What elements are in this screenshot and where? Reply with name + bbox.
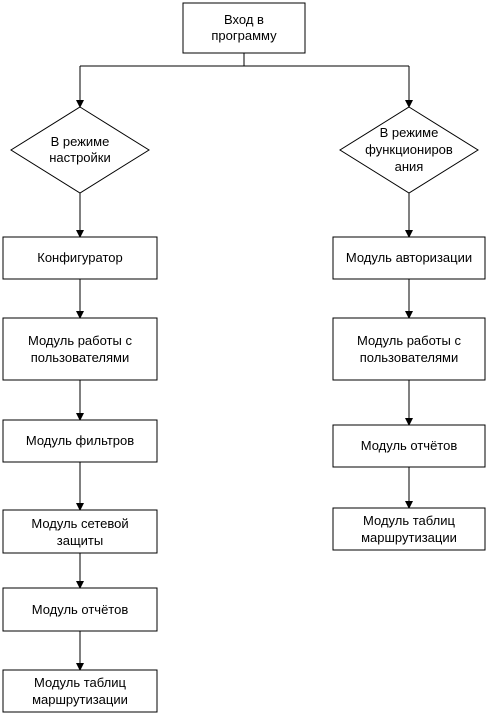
left-step-label-6: Модуль таблиц маршрутизации	[32, 675, 128, 707]
left-step-label-5: Модуль отчётов	[31, 601, 129, 617]
left-decision-label: В режиме настройки	[49, 134, 111, 165]
left-step-box-6	[2, 669, 158, 713]
right-step-label-1: Модуль авторизации	[345, 250, 473, 265]
start-box	[182, 2, 306, 54]
left-step-box-4	[2, 509, 158, 554]
left-step-box-2	[2, 317, 158, 381]
right-step-box-2	[332, 317, 486, 381]
left-step-label-3: Модуль фильтров	[25, 433, 135, 448]
right-step-box-4	[332, 507, 486, 551]
right-step-label-3: Модуль отчётов	[360, 438, 458, 453]
left-step-label-2: Модуль работы с пользователями	[28, 333, 132, 365]
right-step-label-2: Модуль работы с пользователями	[357, 333, 461, 365]
left-step-label-1: Конфигуратор	[37, 250, 123, 265]
left-step-label-4: Модуль сетевой защиты	[31, 515, 129, 548]
start-label: Вход в программу	[211, 12, 277, 43]
right-step-label-4: Модуль таблиц маршрутизации	[361, 513, 457, 545]
right-decision-label: В режиме функциониров ания	[365, 124, 453, 174]
left-step-box-1	[2, 236, 158, 280]
right-step-box-1	[332, 236, 486, 280]
right-step-box-3	[332, 424, 486, 468]
left-step-box-5	[2, 587, 158, 632]
left-step-box-3	[2, 419, 158, 463]
